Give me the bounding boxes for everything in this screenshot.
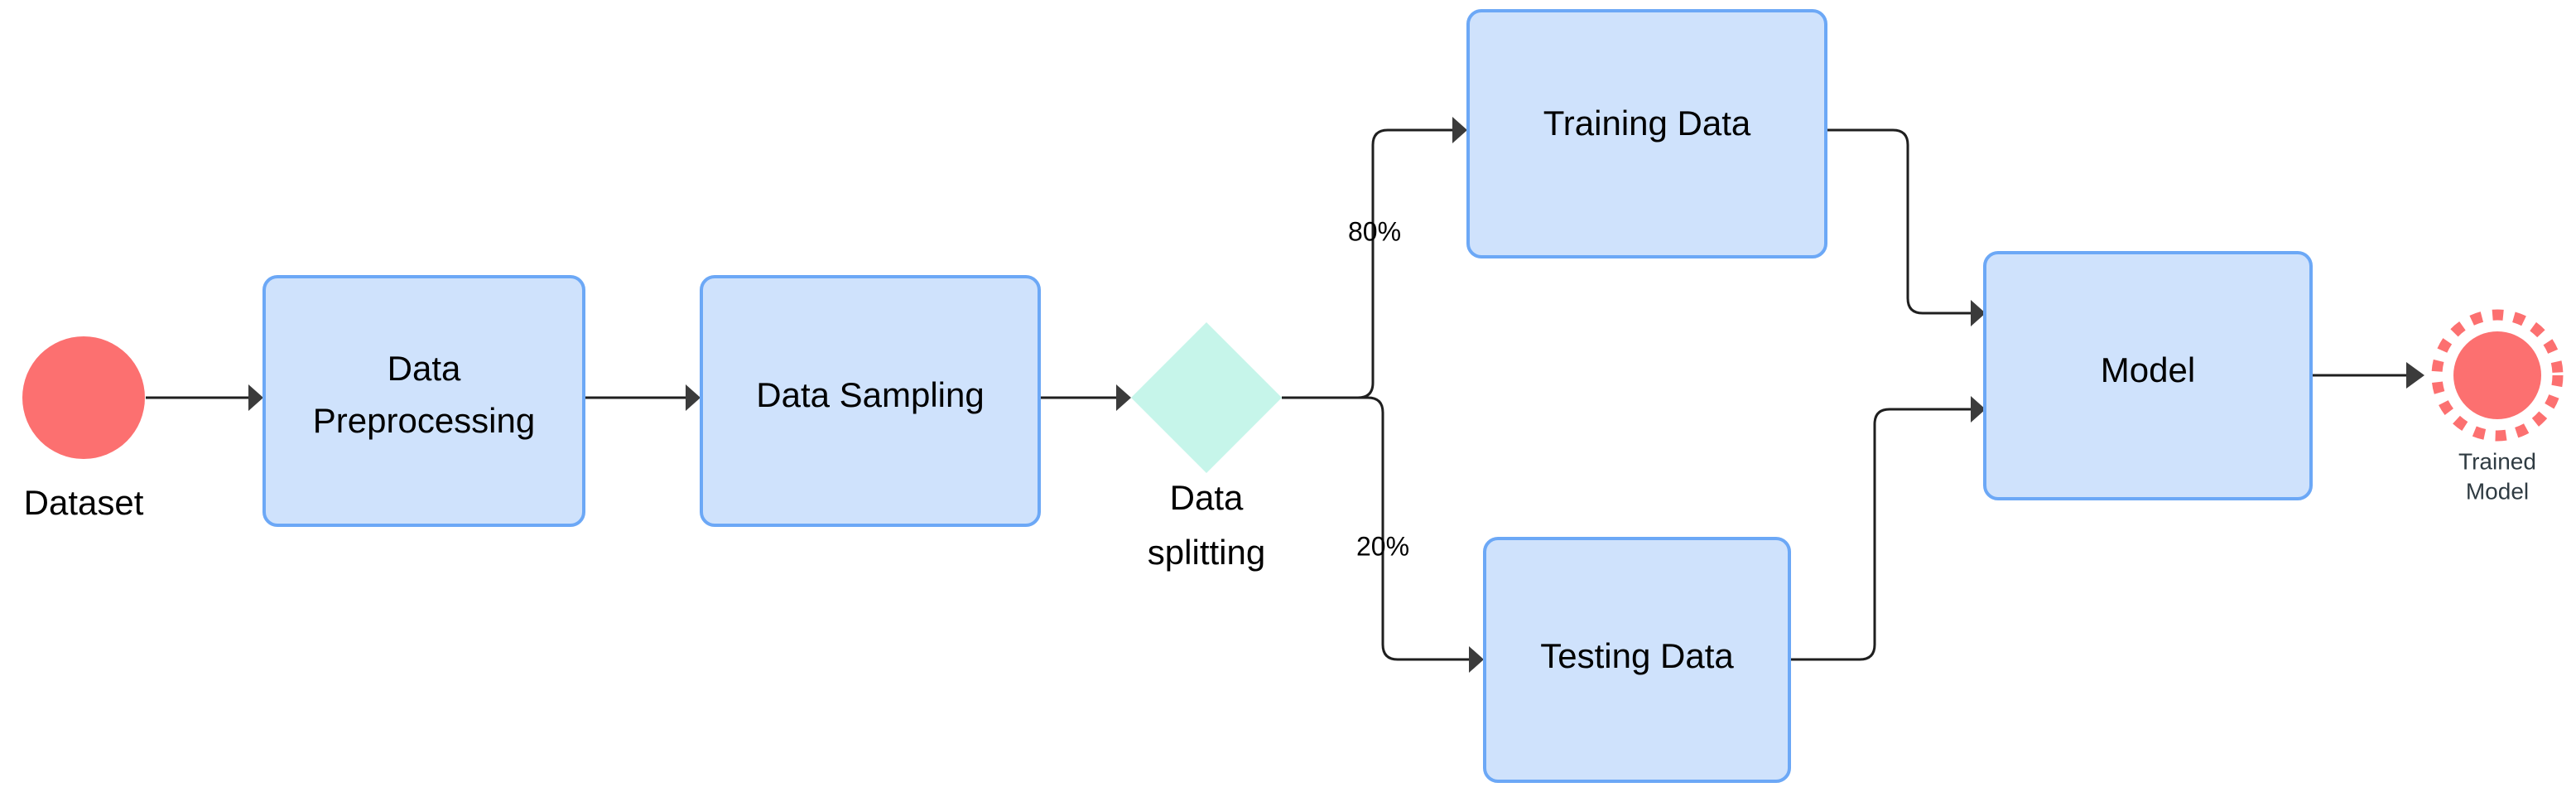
dataset-circle[interactable]: [22, 336, 145, 459]
data-sampling-box[interactable]: [700, 275, 1041, 527]
node-training-data[interactable]: Training Data: [1466, 9, 1827, 258]
edge-splitting-to-training: [1282, 117, 1467, 399]
testing-data-box[interactable]: [1483, 537, 1791, 783]
edge-splitting-to-testing: [1282, 396, 1484, 673]
node-data-sampling[interactable]: Data Sampling: [700, 275, 1041, 527]
edge-preprocessing-to-sampling: [585, 384, 701, 411]
data-splitting-label-line1: Data: [1170, 478, 1244, 517]
node-data-splitting[interactable]: Data splitting: [1131, 322, 1282, 572]
data-sampling-label: Data Sampling: [756, 375, 984, 414]
trained-model-dashed-ring: [2431, 309, 2564, 442]
edge-sampling-to-splitting: [1040, 384, 1131, 411]
data-splitting-diamond[interactable]: [1131, 322, 1282, 473]
model-label: Model: [2101, 350, 2195, 389]
trained-model-label-line1: Trained: [2458, 448, 2536, 474]
edge-model-to-trained-model: [2311, 362, 2424, 389]
data-preprocessing-label-line1: Data: [388, 349, 461, 388]
data-preprocessing-label-line2: Preprocessing: [313, 401, 535, 440]
model-box[interactable]: [1983, 251, 2313, 500]
node-model[interactable]: Model: [1983, 251, 2313, 500]
trained-model-label-line2: Model: [2466, 478, 2529, 504]
edge-training-to-model: [1827, 128, 1986, 326]
dataset-label: Dataset: [24, 483, 144, 522]
node-trained-model[interactable]: Trained Model: [2431, 309, 2564, 504]
edge-label-test-split: 20%: [1356, 531, 1409, 561]
trained-model-circle[interactable]: [2453, 331, 2541, 419]
data-splitting-label-line2: splitting: [1148, 533, 1265, 572]
testing-data-label: Testing Data: [1540, 636, 1734, 675]
edge-label-train-split: 80%: [1348, 216, 1401, 246]
training-data-box[interactable]: [1466, 9, 1827, 258]
node-testing-data[interactable]: Testing Data: [1483, 537, 1791, 783]
edge-testing-to-model: [1789, 396, 1986, 661]
node-data-preprocessing[interactable]: Data Preprocessing: [262, 275, 585, 527]
edge-dataset-to-preprocessing: [146, 384, 263, 411]
training-data-label: Training Data: [1543, 104, 1751, 142]
node-dataset[interactable]: Dataset: [22, 336, 145, 522]
data-preprocessing-box[interactable]: [262, 275, 585, 527]
